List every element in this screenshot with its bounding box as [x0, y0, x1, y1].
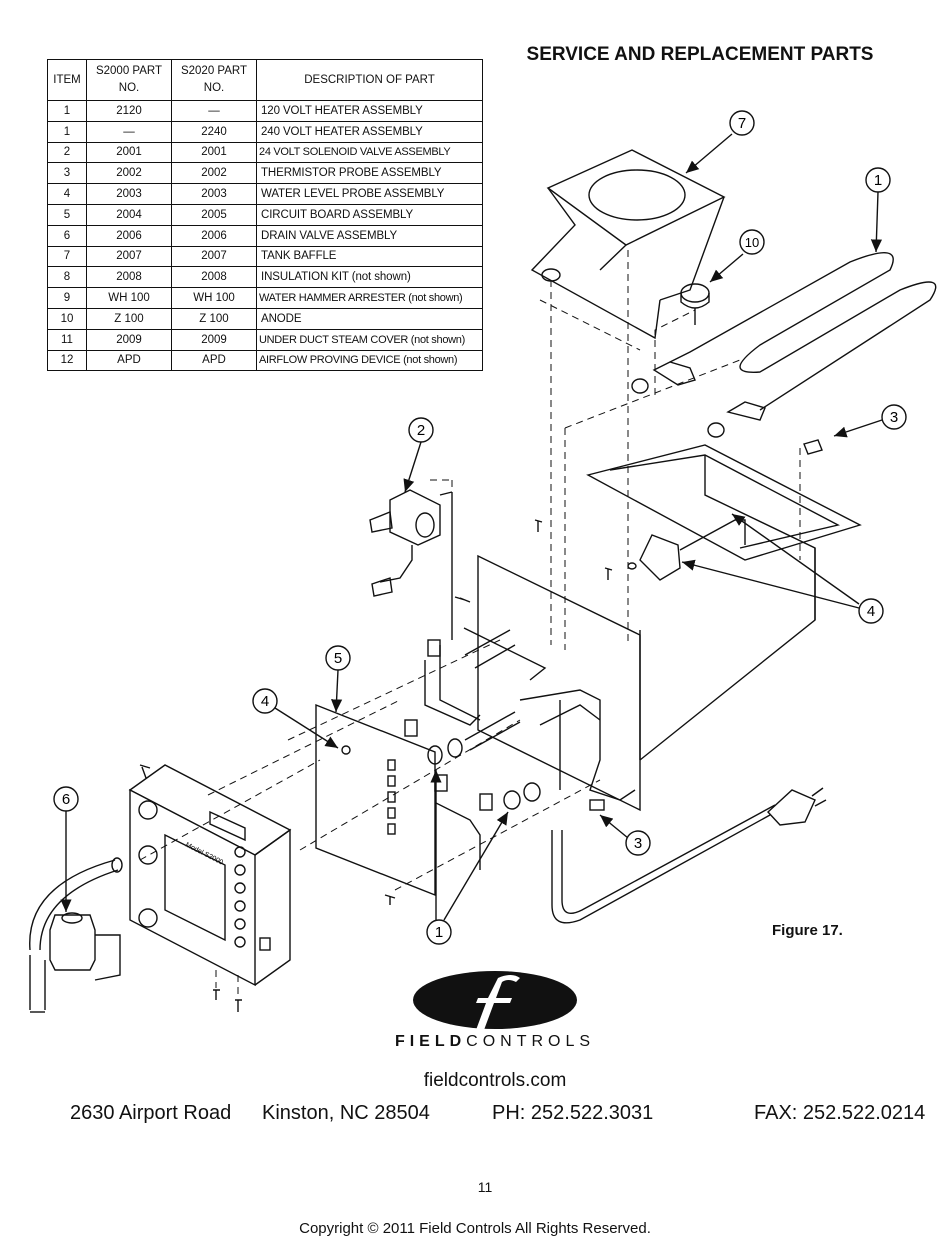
website-url: fieldcontrols.com: [423, 1070, 567, 1091]
parts-table: ITEM S2000 PART NO. S2020 PART NO. DESCR…: [47, 59, 483, 372]
assembly-lines: [139, 250, 801, 998]
page-title: SERVICE AND REPLACEMENT PARTS: [526, 44, 874, 65]
callouts: 7 1 10 3 2 4 5 4 6 3 1: [53, 110, 907, 945]
row-description: AIRFLOW PROVING DEVICE (not shown): [256, 349, 483, 372]
row-description: DRAIN VALVE ASSEMBLY: [256, 224, 483, 247]
svg-text:5: 5: [334, 650, 342, 667]
callout-5: 5: [325, 645, 351, 671]
row-s2020-part: 2002: [171, 162, 257, 185]
svg-text:4: 4: [261, 693, 269, 710]
row-description: UNDER DUCT STEAM COVER (not shown): [256, 328, 483, 351]
circuit-board-part: [315, 703, 436, 897]
heater-element-part: [631, 252, 937, 438]
screw-parts: [139, 439, 823, 1012]
row-description: TANK BAFFLE: [256, 245, 483, 268]
mounting-plate-part: [463, 554, 641, 812]
svg-text:4: 4: [867, 603, 875, 620]
address-street: 2630 Airport Road: [70, 1102, 232, 1124]
callout-4-left: 4: [252, 688, 278, 714]
row-description: INSULATION KIT (not shown): [256, 266, 483, 289]
callout-10: 10: [739, 229, 765, 255]
parts-table-header: ITEM S2000 PART NO. S2020 PART NO. DESCR…: [47, 59, 483, 101]
drain-valve-part: [29, 857, 123, 1013]
phone-number: PH: 252.522.3031: [492, 1102, 654, 1124]
row-description: 240 VOLT HEATER ASSEMBLY: [256, 120, 483, 143]
callout-3-bottom: 3: [625, 830, 651, 856]
field-controls-logo: [413, 971, 577, 1030]
header-description: DESCRIPTION OF PART: [256, 59, 483, 101]
tank-baffle-part: [530, 149, 726, 340]
copyright-notice: Copyright © 2011 Field Controls All Righ…: [299, 1220, 651, 1237]
callout-6: 6: [53, 786, 79, 812]
callout-1-heater: 1: [865, 167, 891, 193]
svg-text:10: 10: [745, 235, 759, 250]
figure-caption: Figure 17.: [772, 922, 843, 939]
svg-text:3: 3: [634, 835, 642, 852]
row-s2020-part: 2006: [171, 224, 257, 247]
brand-wordmark: FIELDCONTROLS: [380, 1033, 610, 1051]
callout-leaders: [60, 133, 883, 921]
header-s2020: S2020 PART NO.: [171, 59, 257, 101]
brand-field: FIELD: [394, 1033, 467, 1050]
anode-part: [680, 283, 710, 325]
address-city: Kinston, NC 28504: [262, 1102, 430, 1124]
row-item: 12: [47, 349, 87, 372]
callout-2: 2: [408, 417, 434, 443]
row-item: 10: [47, 307, 87, 330]
callout-4-right: 4: [858, 598, 884, 624]
svg-text:1: 1: [874, 172, 882, 189]
power-cord-part: [551, 787, 827, 924]
svg-text:7: 7: [738, 115, 746, 132]
callout-7: 7: [729, 110, 755, 136]
header-s2000: S2000 PART NO.: [86, 59, 172, 101]
fax-number: FAX: 252.522.0214: [754, 1102, 926, 1124]
svg-text:2: 2: [417, 422, 425, 439]
svg-text:6: 6: [62, 791, 70, 808]
row-s2000-part: 2009: [86, 328, 172, 351]
connector-parts: [404, 629, 605, 811]
row-description: WATER LEVEL PROBE ASSEMBLY: [256, 183, 483, 205]
callout-3-top: 3: [881, 404, 907, 430]
callout-1-bottom: 1: [426, 919, 452, 945]
control-enclosure-part: [128, 764, 292, 987]
row-s2020-part: 2005: [171, 203, 257, 226]
row-s2020-part: APD: [171, 349, 257, 372]
tank-part: [586, 444, 862, 761]
brand-controls: CONTROLS: [466, 1033, 596, 1050]
row-s2000-part: 2003: [86, 183, 172, 205]
svg-text:3: 3: [890, 409, 898, 426]
row-s2020-part: 2001: [171, 141, 257, 164]
solenoid-valve-part: [369, 489, 453, 640]
svg-text:1: 1: [435, 924, 443, 941]
page-number: 11: [477, 1179, 493, 1195]
